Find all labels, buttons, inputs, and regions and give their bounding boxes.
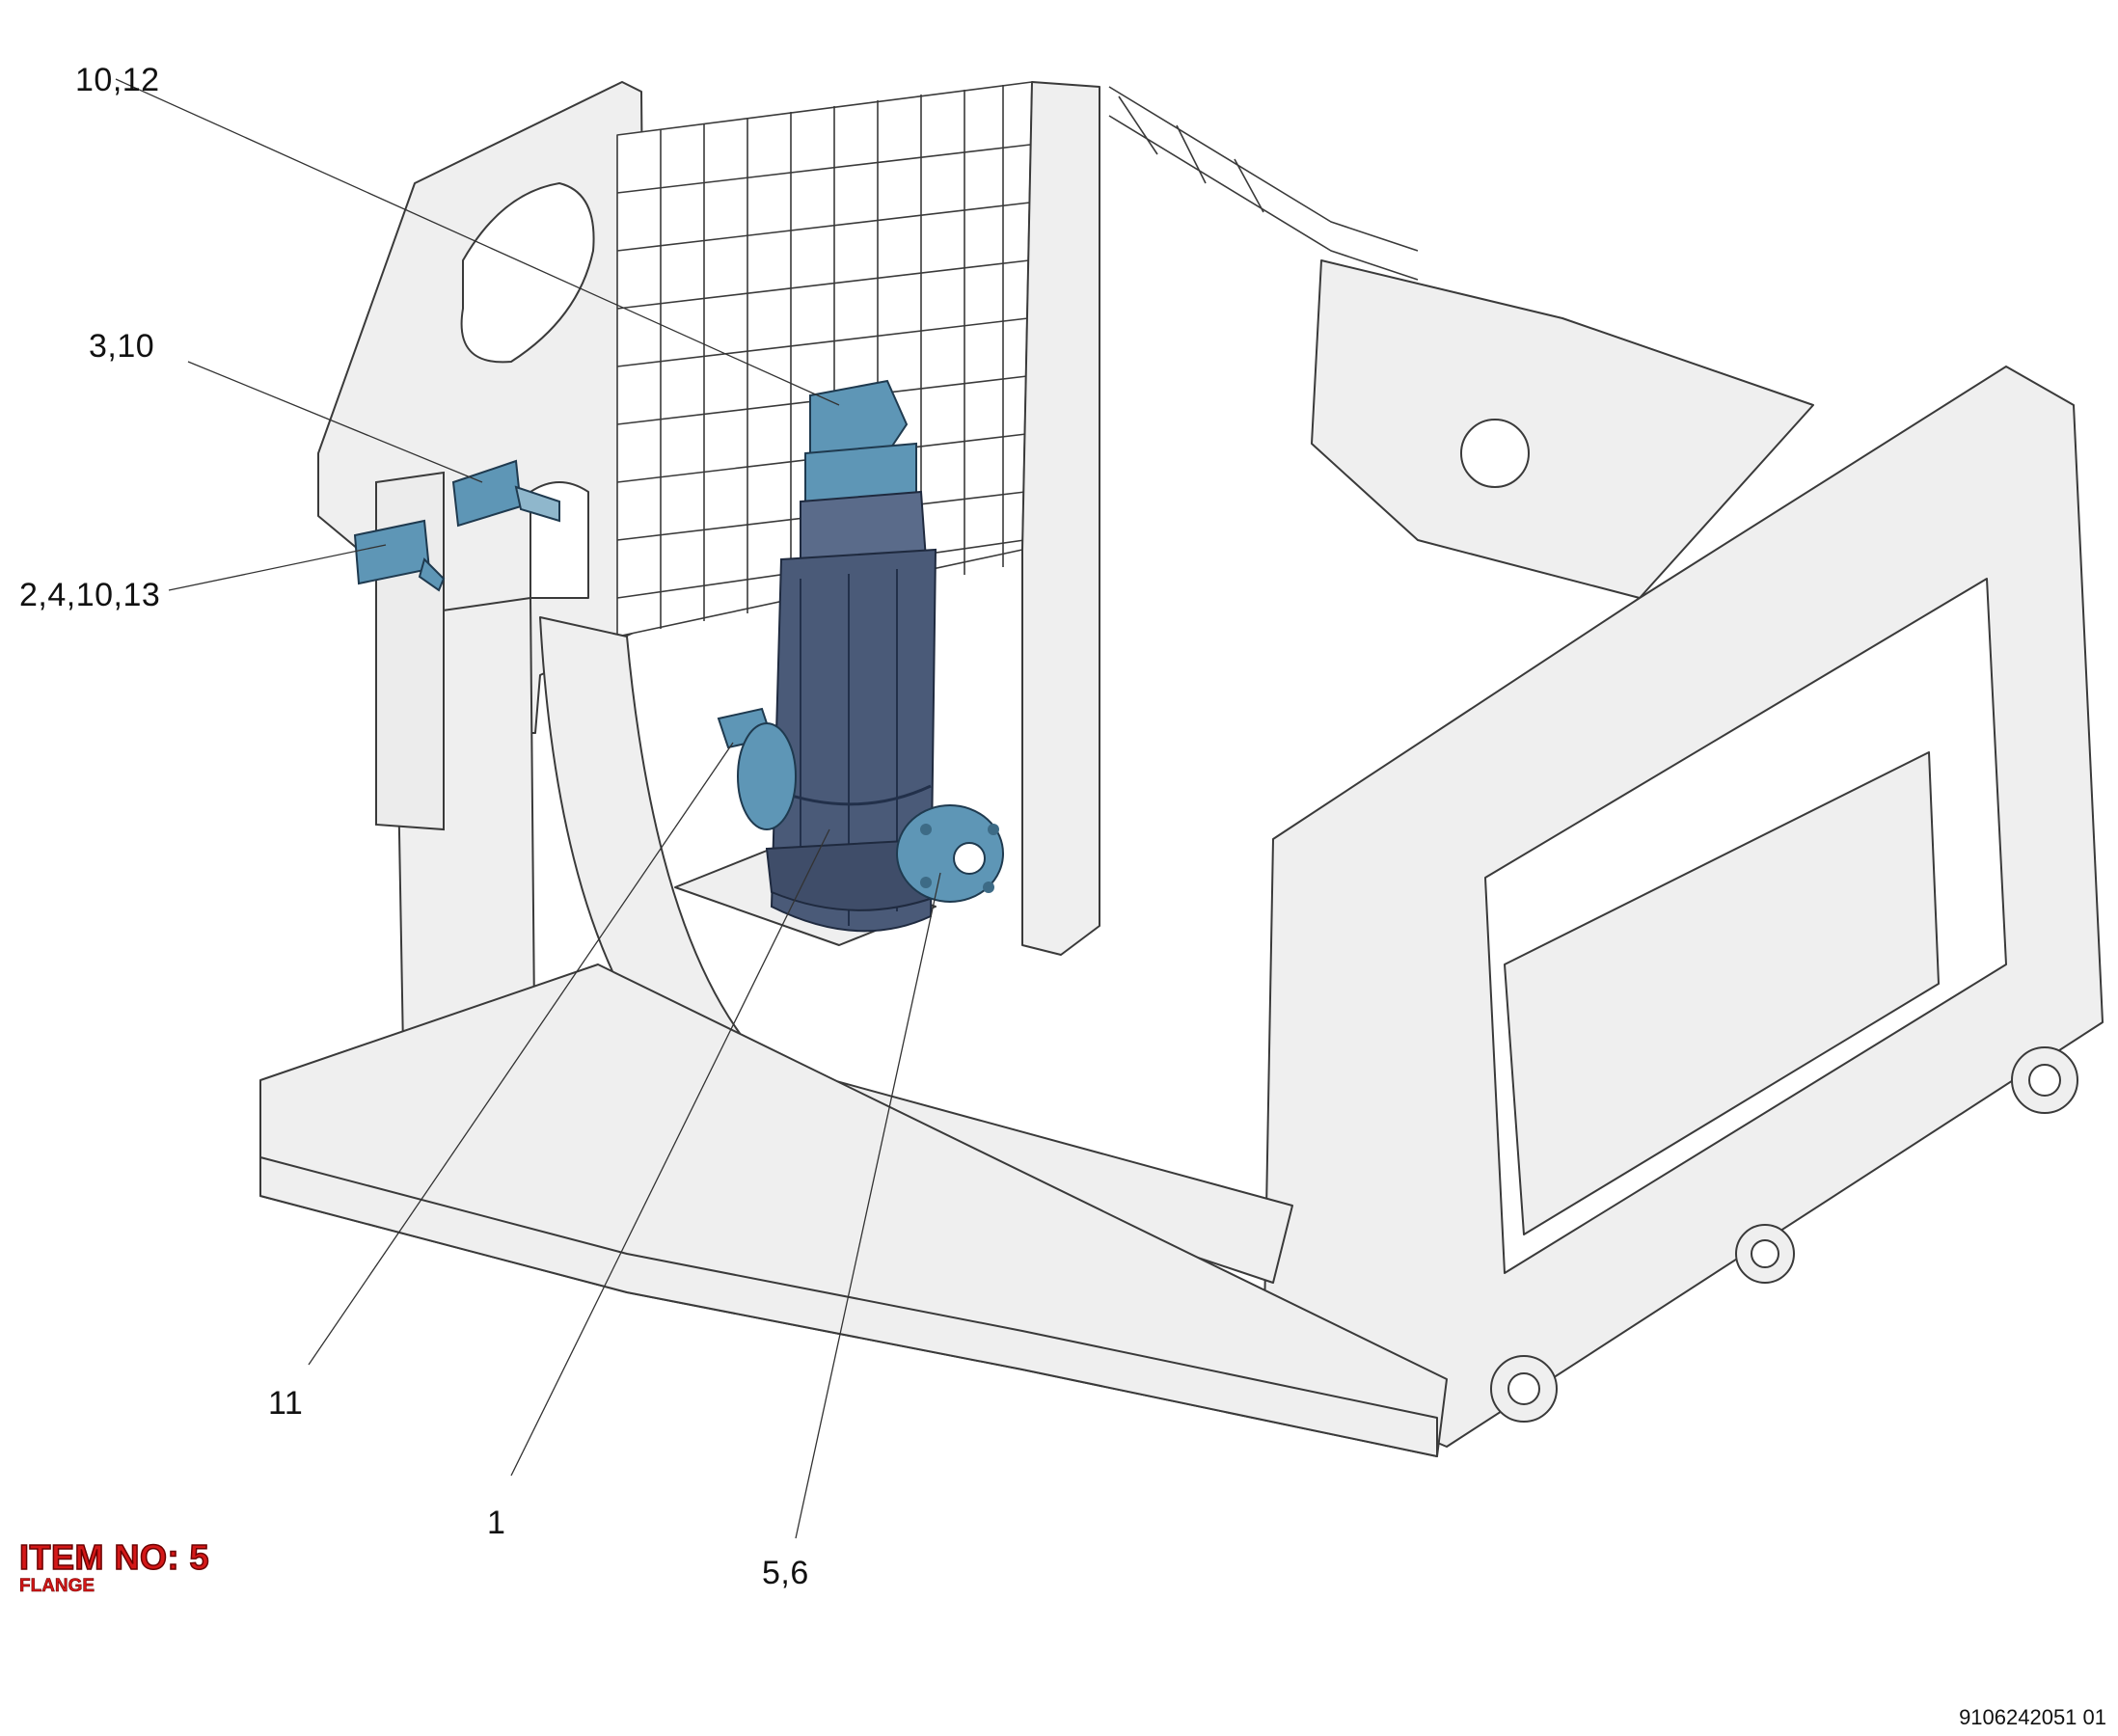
leader-lines: [115, 78, 941, 1539]
right-frame-inner-panel: [1504, 751, 1940, 1235]
flange-11: flange-icon: [717, 707, 797, 830]
item-name-subtitle: FLANGE: [19, 1576, 95, 1597]
leader-3-10: [187, 361, 483, 483]
leader-1: [510, 828, 830, 1477]
callout-5-6: 5,6: [762, 1555, 809, 1591]
leader-2-4-10-13: [168, 544, 387, 591]
center-boss-bore: [1751, 1239, 1779, 1268]
right-lug-upper-bore: [2028, 1064, 2061, 1097]
leader-5-6: [795, 872, 941, 1539]
item-number-title: ITEM NO: 5: [18, 1537, 210, 1577]
callout-11: 11: [268, 1385, 304, 1422]
document-number: 9106242051 01: [1959, 1705, 2106, 1729]
callout-10-12: 10,12: [75, 62, 160, 98]
callout-1: 1: [487, 1505, 506, 1541]
rear-right-upright: [1021, 81, 1100, 956]
callout-3-10: 3,10: [89, 328, 155, 365]
flange-5-6: flange-icon: [896, 804, 1004, 903]
mesh-grille: [616, 81, 1033, 637]
cross-plate-hole: [1460, 419, 1530, 488]
item-label-block: ITEM NO: 5 FLANGE: [18, 1537, 210, 1597]
leader-11: [308, 742, 734, 1366]
callout-2-4-10-13: 2,4,10,13: [19, 577, 161, 613]
right-lug-lower-bore: [1507, 1372, 1540, 1405]
wall-oval-cutout: [460, 182, 595, 364]
leader-10-12: [115, 78, 840, 406]
valve-2-4-10-13: valve-icon: [353, 519, 446, 592]
bottom-beam-front-face: [259, 1156, 1438, 1457]
top-guard-rail: [1108, 86, 1419, 281]
